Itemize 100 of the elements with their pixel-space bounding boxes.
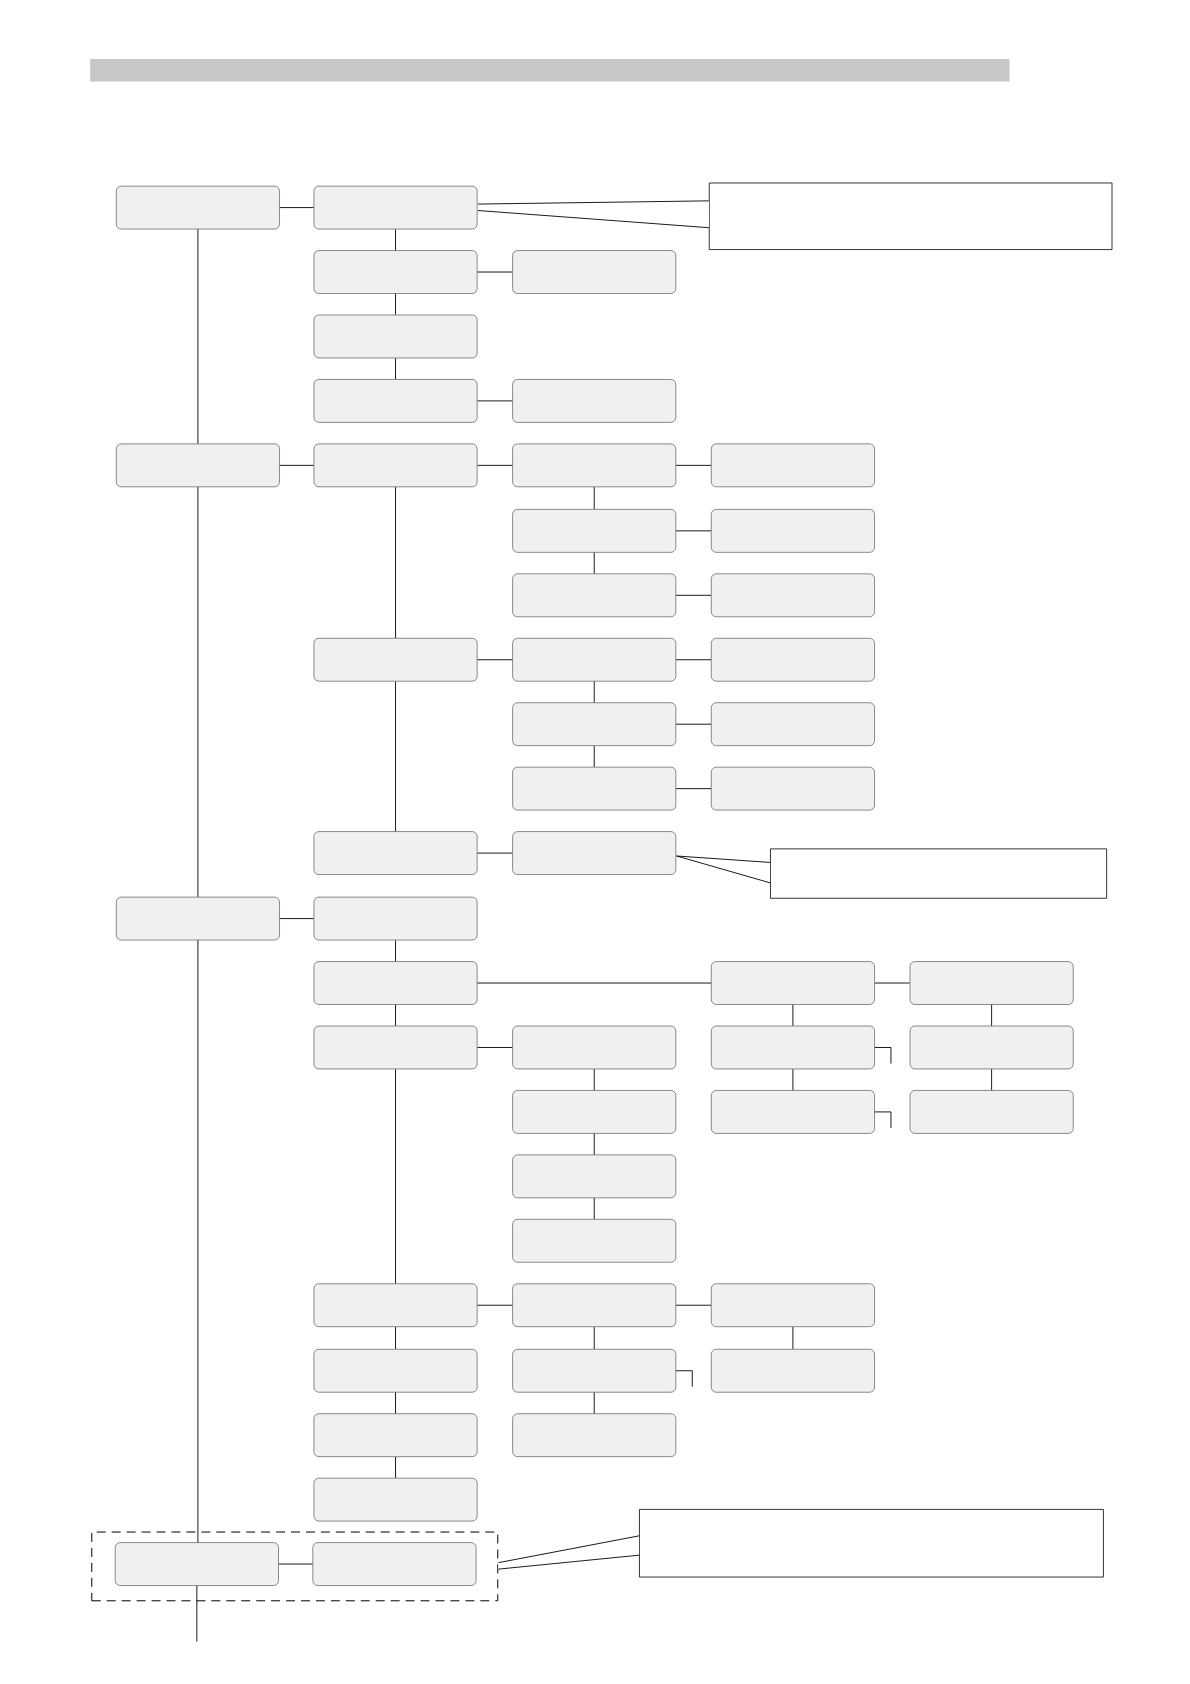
rounded-box — [313, 896, 478, 941]
connector-line — [395, 486, 396, 639]
connector-line — [675, 659, 712, 661]
connector-line — [477, 1047, 513, 1048]
rounded-box — [313, 1413, 478, 1457]
rounded-box — [909, 1090, 1074, 1134]
rounded-box — [512, 379, 677, 423]
connector-line — [197, 486, 199, 898]
rounded-box — [512, 250, 677, 294]
connector-line — [395, 1392, 396, 1414]
rounded-box — [313, 443, 478, 488]
connector-line — [675, 594, 712, 596]
connector-line — [593, 1068, 595, 1091]
connector-line — [279, 464, 315, 466]
connector-line — [593, 1133, 595, 1155]
connector-line — [675, 1370, 693, 1388]
rounded-box — [512, 702, 677, 746]
connector-line — [395, 357, 396, 380]
rounded-box — [909, 961, 1074, 1005]
rounded-box — [512, 573, 677, 618]
rounded-box — [512, 1154, 677, 1199]
rounded-box — [116, 896, 280, 941]
rounded-box — [512, 1348, 677, 1393]
rounded-box — [711, 766, 875, 811]
connector-line — [593, 745, 595, 768]
rounded-box — [313, 831, 478, 875]
rounded-box — [313, 250, 478, 294]
rounded-box — [116, 185, 280, 230]
connector-line — [593, 1326, 595, 1350]
rounded-box — [313, 1283, 478, 1327]
connector-line — [874, 982, 911, 984]
rounded-box — [711, 637, 875, 682]
connector-line — [792, 1004, 794, 1027]
rounded-box — [512, 443, 677, 488]
connector-line — [874, 1047, 892, 1065]
connector-line — [278, 1563, 313, 1565]
callout-pointer — [497, 1535, 640, 1570]
rounded-box — [313, 1477, 478, 1522]
rounded-box — [116, 443, 280, 488]
connector-line — [395, 1326, 396, 1350]
rounded-box — [711, 573, 875, 618]
connector-line — [991, 1068, 993, 1091]
connector-line — [477, 271, 513, 273]
rounded-box — [711, 509, 875, 553]
connector-line — [675, 723, 712, 725]
connector-line — [874, 1111, 892, 1129]
connector-line — [395, 293, 396, 316]
connector-line — [477, 400, 513, 402]
connector-line — [675, 464, 712, 466]
rounded-box — [512, 1090, 677, 1134]
rounded-box — [512, 831, 677, 875]
connector-line — [792, 1326, 794, 1350]
rounded-box — [313, 1348, 478, 1393]
connector-line — [395, 1456, 396, 1479]
callout-pointer — [477, 200, 710, 229]
rounded-box — [313, 185, 478, 230]
rounded-box — [512, 1283, 677, 1327]
connector-line — [279, 207, 315, 209]
dashed-frame — [91, 1531, 499, 1602]
connector-line — [593, 681, 595, 703]
rounded-box — [512, 1219, 677, 1263]
connector-line — [395, 228, 396, 251]
connector-line — [279, 918, 315, 920]
rounded-box — [711, 1025, 875, 1070]
connector-line — [196, 1585, 198, 1643]
connector-line — [593, 486, 595, 510]
rounded-box — [313, 379, 478, 423]
rounded-box — [512, 766, 677, 811]
connector-line — [395, 939, 396, 962]
rounded-box — [711, 961, 875, 1005]
connector-line — [593, 1197, 595, 1220]
connector-line — [675, 530, 712, 532]
rounded-box — [312, 1542, 477, 1586]
connector-line — [991, 1004, 993, 1027]
connector-line — [675, 788, 712, 790]
callout-box — [708, 182, 1113, 250]
rounded-box — [313, 961, 478, 1005]
connector-line — [477, 1304, 513, 1306]
connector-line — [477, 982, 712, 984]
rounded-box — [313, 314, 478, 359]
rounded-box — [711, 702, 875, 746]
rounded-box — [711, 443, 875, 488]
connector-line — [197, 228, 199, 444]
rounded-box — [114, 1542, 279, 1586]
rounded-box — [512, 509, 677, 553]
connector-line — [477, 464, 513, 466]
rounded-box — [711, 1283, 875, 1327]
rounded-box — [909, 1025, 1074, 1070]
connector-line — [792, 1068, 794, 1091]
connector-line — [593, 1392, 595, 1414]
callout-pointer — [676, 855, 771, 884]
rounded-box — [711, 1348, 875, 1393]
rounded-box — [512, 637, 677, 682]
connector-line — [197, 939, 199, 1543]
rounded-box — [512, 1413, 677, 1457]
rounded-box — [512, 1025, 677, 1070]
connector-line — [477, 659, 513, 661]
connector-line — [675, 1304, 712, 1306]
rounded-box — [313, 1025, 478, 1070]
connector-line — [395, 681, 396, 832]
